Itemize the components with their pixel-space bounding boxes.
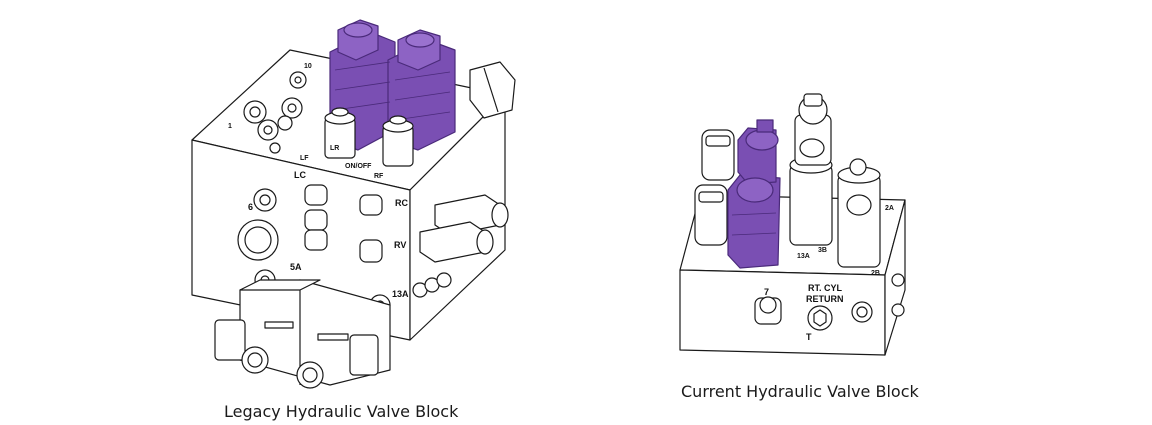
legacy-label-1: 1 xyxy=(228,123,232,130)
current-connectors xyxy=(694,129,735,246)
legacy-label-13a: 13A xyxy=(392,289,409,299)
current-label-3b: 3B xyxy=(818,247,827,254)
legacy-connector-assembly xyxy=(214,279,391,389)
legacy-label-onoff: ON/OFF xyxy=(345,163,372,170)
current-label-rt-cyl: RT. CYL xyxy=(808,283,843,293)
legacy-caption: Legacy Hydraulic Valve Block xyxy=(224,402,459,421)
legacy-top-ports xyxy=(243,71,307,154)
legacy-right-fittings xyxy=(412,194,509,298)
current-label-return: RETURN xyxy=(806,294,844,304)
current-label-7: 7 xyxy=(764,287,769,297)
current-valve-block: 7 RT. CYL RETURN T 13A 3B 2A 2B xyxy=(679,93,906,356)
legacy-label-lr: LR xyxy=(330,145,339,152)
legacy-label-10: 10 xyxy=(304,63,312,70)
current-label-13a: 13A xyxy=(797,253,810,260)
current-caption: Current Hydraulic Valve Block xyxy=(681,382,919,401)
current-solenoid-coil xyxy=(727,119,781,269)
legacy-valve-block: LC RC RV 6 5A 13A 1 10 LF ON/OFF RF LR xyxy=(191,19,516,389)
legacy-valve-stems xyxy=(324,107,414,167)
current-label-2b: 2B xyxy=(871,270,880,277)
legacy-label-lc: LC xyxy=(294,170,306,180)
current-front-ports xyxy=(754,273,905,331)
legacy-label-lf: LF xyxy=(300,155,309,162)
current-cartridges xyxy=(789,93,881,268)
legacy-label-rv: RV xyxy=(394,240,406,250)
current-label-2a: 2A xyxy=(885,205,894,212)
legacy-front-cartridges xyxy=(237,184,391,316)
legacy-side-fitting xyxy=(469,61,516,119)
legacy-label-rf: RF xyxy=(374,173,384,180)
legacy-label-rc: RC xyxy=(395,198,408,208)
legacy-label-6: 6 xyxy=(248,202,253,212)
legacy-label-5a: 5A xyxy=(290,262,302,272)
current-label-t: T xyxy=(806,332,812,342)
